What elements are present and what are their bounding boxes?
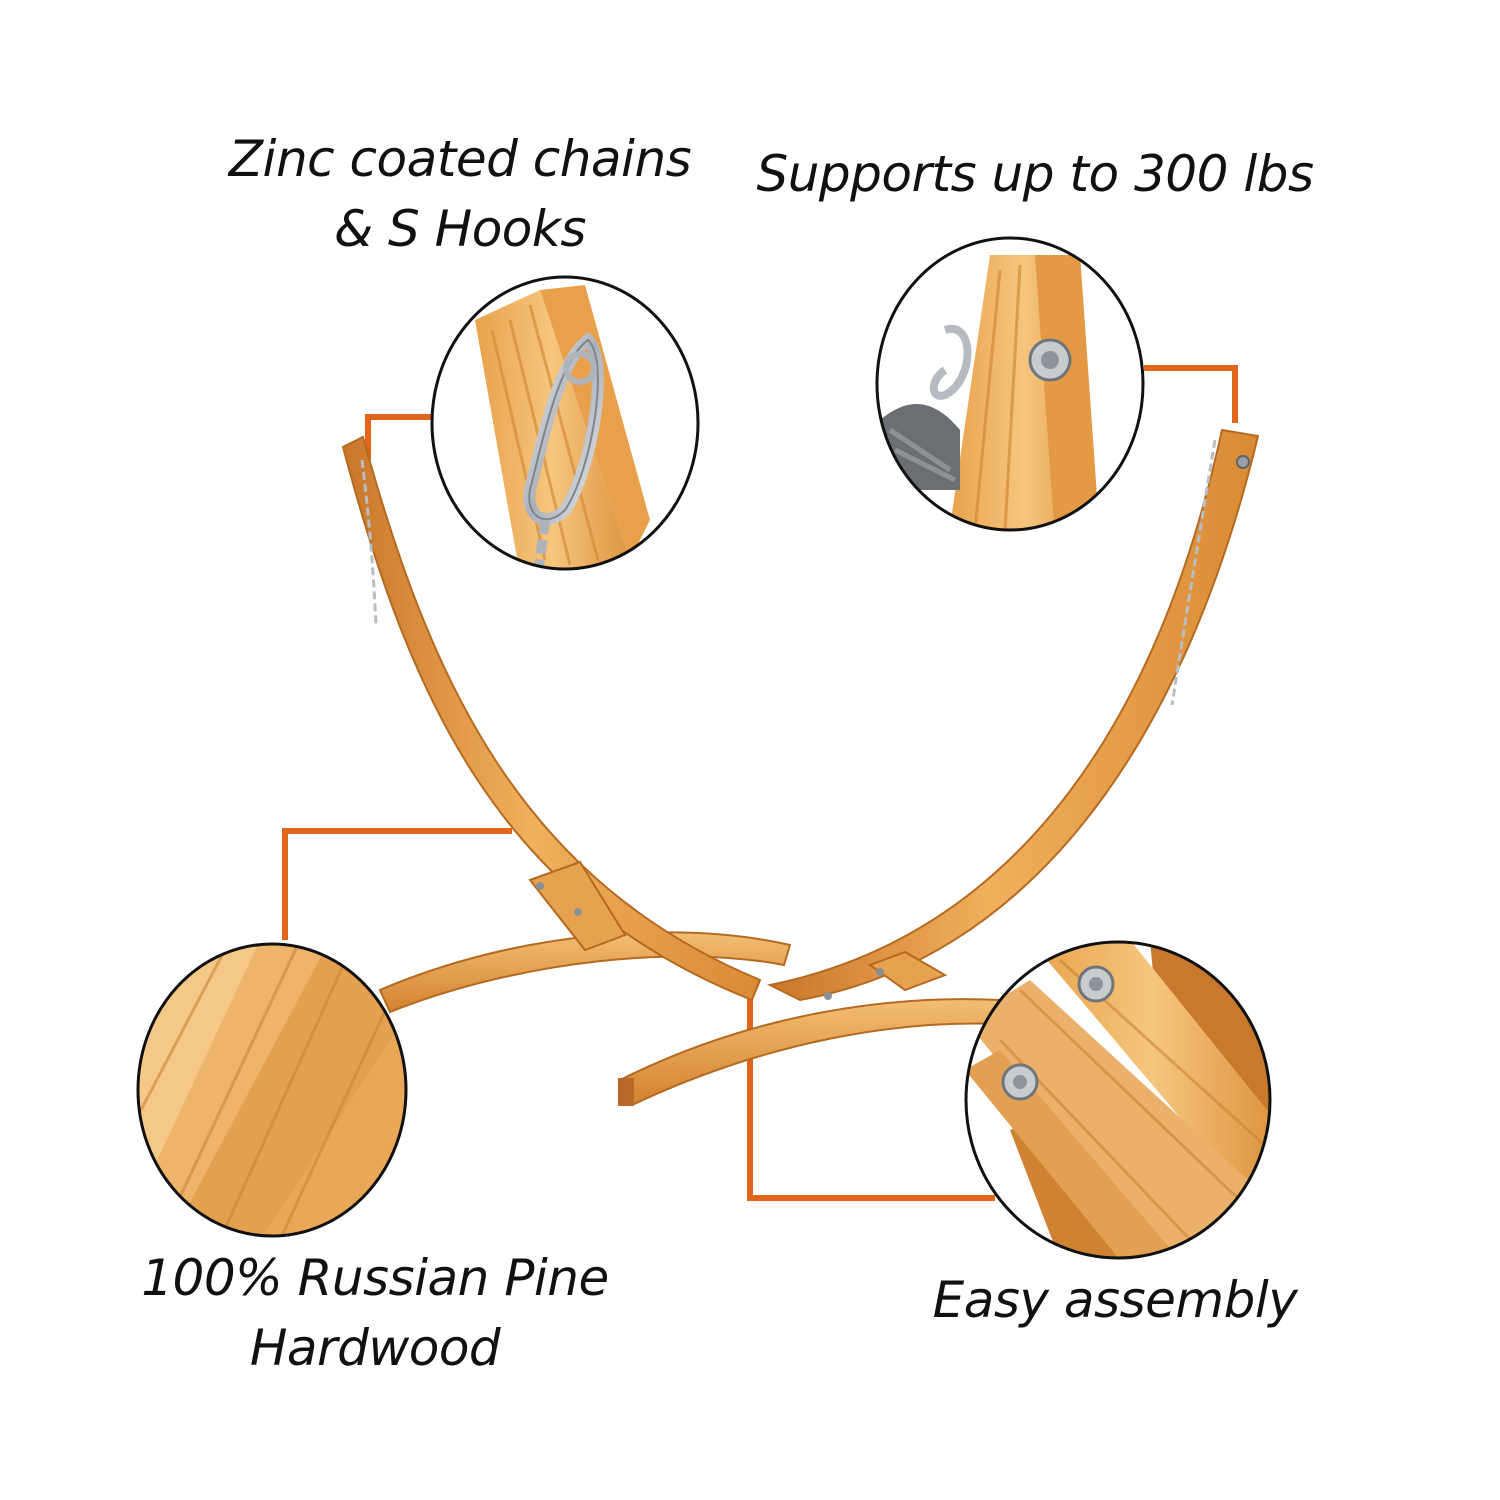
bolt-icon bbox=[574, 908, 582, 916]
feature-label-line: 100% Russian Pine bbox=[141, 1249, 609, 1307]
feature-label-line: Supports up to 300 lbs bbox=[756, 145, 1314, 203]
bolt-washer-icon bbox=[1028, 338, 1072, 382]
hammock-stand-arc bbox=[341, 428, 1260, 1002]
carabiner-hook-icon bbox=[523, 332, 604, 526]
feature-label-wood-material: 100% Russian Pine Hardwood bbox=[110, 1243, 640, 1383]
callout-line-load bbox=[1144, 365, 1238, 423]
bolt-icon bbox=[536, 882, 544, 890]
feature-label-line: Easy assembly bbox=[932, 1271, 1298, 1329]
inset-assembly-joint bbox=[964, 940, 1272, 1260]
feature-label-assembly: Easy assembly bbox=[900, 1265, 1330, 1335]
feature-label-line: Hardwood bbox=[249, 1319, 501, 1377]
base-end-cap bbox=[618, 1078, 634, 1106]
bolt-icon bbox=[824, 992, 832, 1000]
feature-label-load-capacity: Supports up to 300 lbs bbox=[735, 139, 1335, 209]
center-joint-bracket bbox=[528, 860, 627, 952]
bolt-icon bbox=[876, 968, 884, 976]
feature-label-line: & S Hooks bbox=[334, 200, 586, 258]
inset-bolt-hook bbox=[875, 236, 1145, 532]
callout-line-wood bbox=[282, 828, 512, 940]
right-arm bbox=[766, 428, 1260, 1002]
bolt-icon bbox=[1236, 455, 1250, 469]
left-arm bbox=[341, 435, 762, 1002]
chain-icon bbox=[360, 439, 1217, 706]
inset-wood-grain bbox=[136, 942, 408, 1238]
feature-label-line: Zinc coated chains bbox=[228, 130, 692, 188]
bolt-washer-icon bbox=[1077, 965, 1115, 1003]
bolt-washer-icon bbox=[1001, 1063, 1039, 1101]
feature-label-chains: Zinc coated chains & S Hooks bbox=[205, 124, 715, 264]
center-joint-bracket-2 bbox=[867, 950, 948, 992]
callout-line-chains bbox=[365, 414, 432, 460]
inset-carabiner bbox=[430, 275, 700, 571]
base-arc-front bbox=[618, 998, 1001, 1107]
